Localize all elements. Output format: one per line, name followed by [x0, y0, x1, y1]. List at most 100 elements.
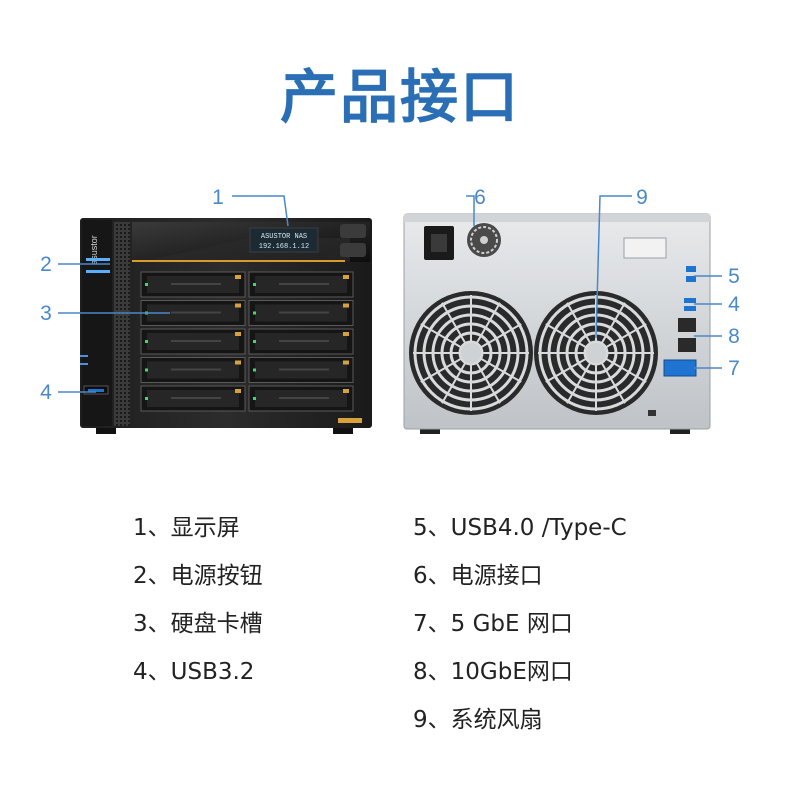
- lcd-line-1: ASUSTOR NAS: [261, 233, 307, 241]
- callout-line-1: [232, 195, 289, 227]
- back-top-edge: [404, 214, 710, 222]
- fan-grill-spoke: [604, 357, 647, 383]
- kensington-lock: [648, 410, 656, 416]
- legend-number: 7、: [413, 611, 451, 637]
- back-foot-right: [670, 426, 690, 434]
- drive-latch: [343, 360, 349, 365]
- legend-number: 5、: [413, 515, 451, 541]
- power-socket-inner: [431, 234, 447, 252]
- callout-labels: 1 2 3 4 4 5 6 7 8 9: [40, 186, 740, 404]
- lcd-button-down: [340, 243, 366, 257]
- usb4-port: [686, 266, 696, 272]
- callout-1: 1: [212, 186, 224, 209]
- drive-led: [145, 340, 148, 343]
- drive-bays: [140, 271, 354, 412]
- drive-latch: [235, 389, 241, 393]
- usb-port: [684, 298, 696, 303]
- legend-text: 电源接口: [450, 563, 543, 589]
- brand-logo: asustor: [89, 235, 99, 265]
- drive-latch: [343, 389, 349, 393]
- fan-grill-spoke: [566, 361, 592, 404]
- legend-item: 2、电源按钮: [133, 556, 263, 590]
- legend-item: 8、10GbE网口: [413, 652, 573, 686]
- legend-item: 4、USB3.2: [133, 652, 254, 686]
- legend-item: 5、USB4.0 /Type-C: [413, 508, 627, 542]
- legend-number: 2、: [133, 563, 171, 589]
- legend-item: 9、系统风扇: [413, 700, 543, 734]
- callout-4-back: 4: [728, 293, 740, 316]
- legend-item: 3、硬盘卡槽: [133, 604, 263, 638]
- fan-grill-spoke: [566, 302, 592, 345]
- legend-number: 1、: [133, 515, 171, 541]
- drive-led: [145, 283, 148, 286]
- drive-latch: [235, 332, 241, 336]
- fan-grill-spoke: [479, 357, 522, 383]
- page-title: 产品接口: [279, 63, 520, 131]
- power-button-light-2: [86, 270, 110, 273]
- callout-4-front: 4: [40, 381, 52, 404]
- legend-number: 3、: [133, 611, 171, 637]
- lan-10gbe-port: [678, 318, 696, 332]
- psu-fan-grill: [470, 226, 498, 254]
- callout-5: 5: [728, 265, 740, 288]
- legend-number: 6、: [413, 563, 451, 589]
- fan-grill-spoke: [475, 302, 501, 345]
- callout-3: 3: [40, 302, 52, 325]
- fan-grill-spoke: [420, 323, 463, 349]
- lan-10gbe-port-2: [678, 338, 696, 352]
- legend-text: 显示屏: [170, 515, 240, 541]
- drive-latch: [343, 332, 349, 336]
- callout-9: 9: [636, 186, 648, 209]
- callout-2: 2: [40, 253, 52, 276]
- product-illustration: asustor ASUSTOR NAS 192.168.1.12: [40, 186, 740, 434]
- callout-line-6: [466, 195, 475, 226]
- legend-number: 9、: [413, 707, 451, 733]
- legend-item: 7、5 GbE 网口: [413, 604, 573, 638]
- drive-latch: [235, 275, 241, 279]
- fan-hub: [461, 343, 481, 363]
- back-foot-left: [420, 426, 440, 434]
- lcd-button-up: [340, 224, 366, 238]
- legend-text: 硬盘卡槽: [170, 611, 263, 637]
- fan-grill-spoke: [420, 357, 463, 383]
- callout-8: 8: [728, 325, 740, 348]
- fan-hub: [586, 343, 606, 363]
- drive-led: [145, 368, 148, 372]
- drive-led: [253, 368, 256, 372]
- callout-7: 7: [728, 357, 740, 380]
- fan-grill-spoke: [600, 302, 626, 345]
- fan-grill-spoke: [545, 357, 588, 383]
- callout-6: 6: [474, 186, 486, 209]
- fan-grill-spoke: [441, 361, 467, 404]
- status-led-2: [80, 363, 88, 365]
- front-vent: [114, 222, 130, 426]
- fan-grill-spoke: [604, 323, 647, 349]
- legend-text: 电源按钮: [170, 563, 263, 589]
- front-foot-right: [333, 426, 353, 434]
- legend-text: 10GbE网口: [450, 659, 573, 685]
- lcd-line-2: 192.168.1.12: [259, 243, 309, 251]
- front-badge: [338, 418, 362, 423]
- expansion-slot: [623, 237, 667, 259]
- power-button-light: [86, 258, 110, 261]
- fan-grill-spoke: [479, 323, 522, 349]
- legend-text: USB4.0 /Type-C: [450, 515, 627, 541]
- drive-led: [253, 397, 256, 400]
- drive-latch: [235, 303, 241, 308]
- drive-latch: [235, 360, 241, 365]
- legend-text: USB3.2: [170, 659, 255, 685]
- legend-number: 8、: [413, 659, 451, 685]
- usb-port-2: [684, 306, 696, 311]
- fan-grill-spoke: [475, 361, 501, 404]
- drive-led: [253, 340, 256, 343]
- drive-led: [253, 311, 256, 315]
- fan-grill-spoke: [600, 361, 626, 404]
- psu-fan-hub: [480, 236, 488, 244]
- drive-led: [253, 283, 256, 286]
- status-led: [80, 355, 88, 357]
- legend-item: 1、显示屏: [133, 508, 240, 542]
- legend-number: 4、: [133, 659, 171, 685]
- drive-led: [145, 397, 148, 400]
- legend-text: 系统风扇: [450, 707, 543, 733]
- drive-latch: [343, 303, 349, 308]
